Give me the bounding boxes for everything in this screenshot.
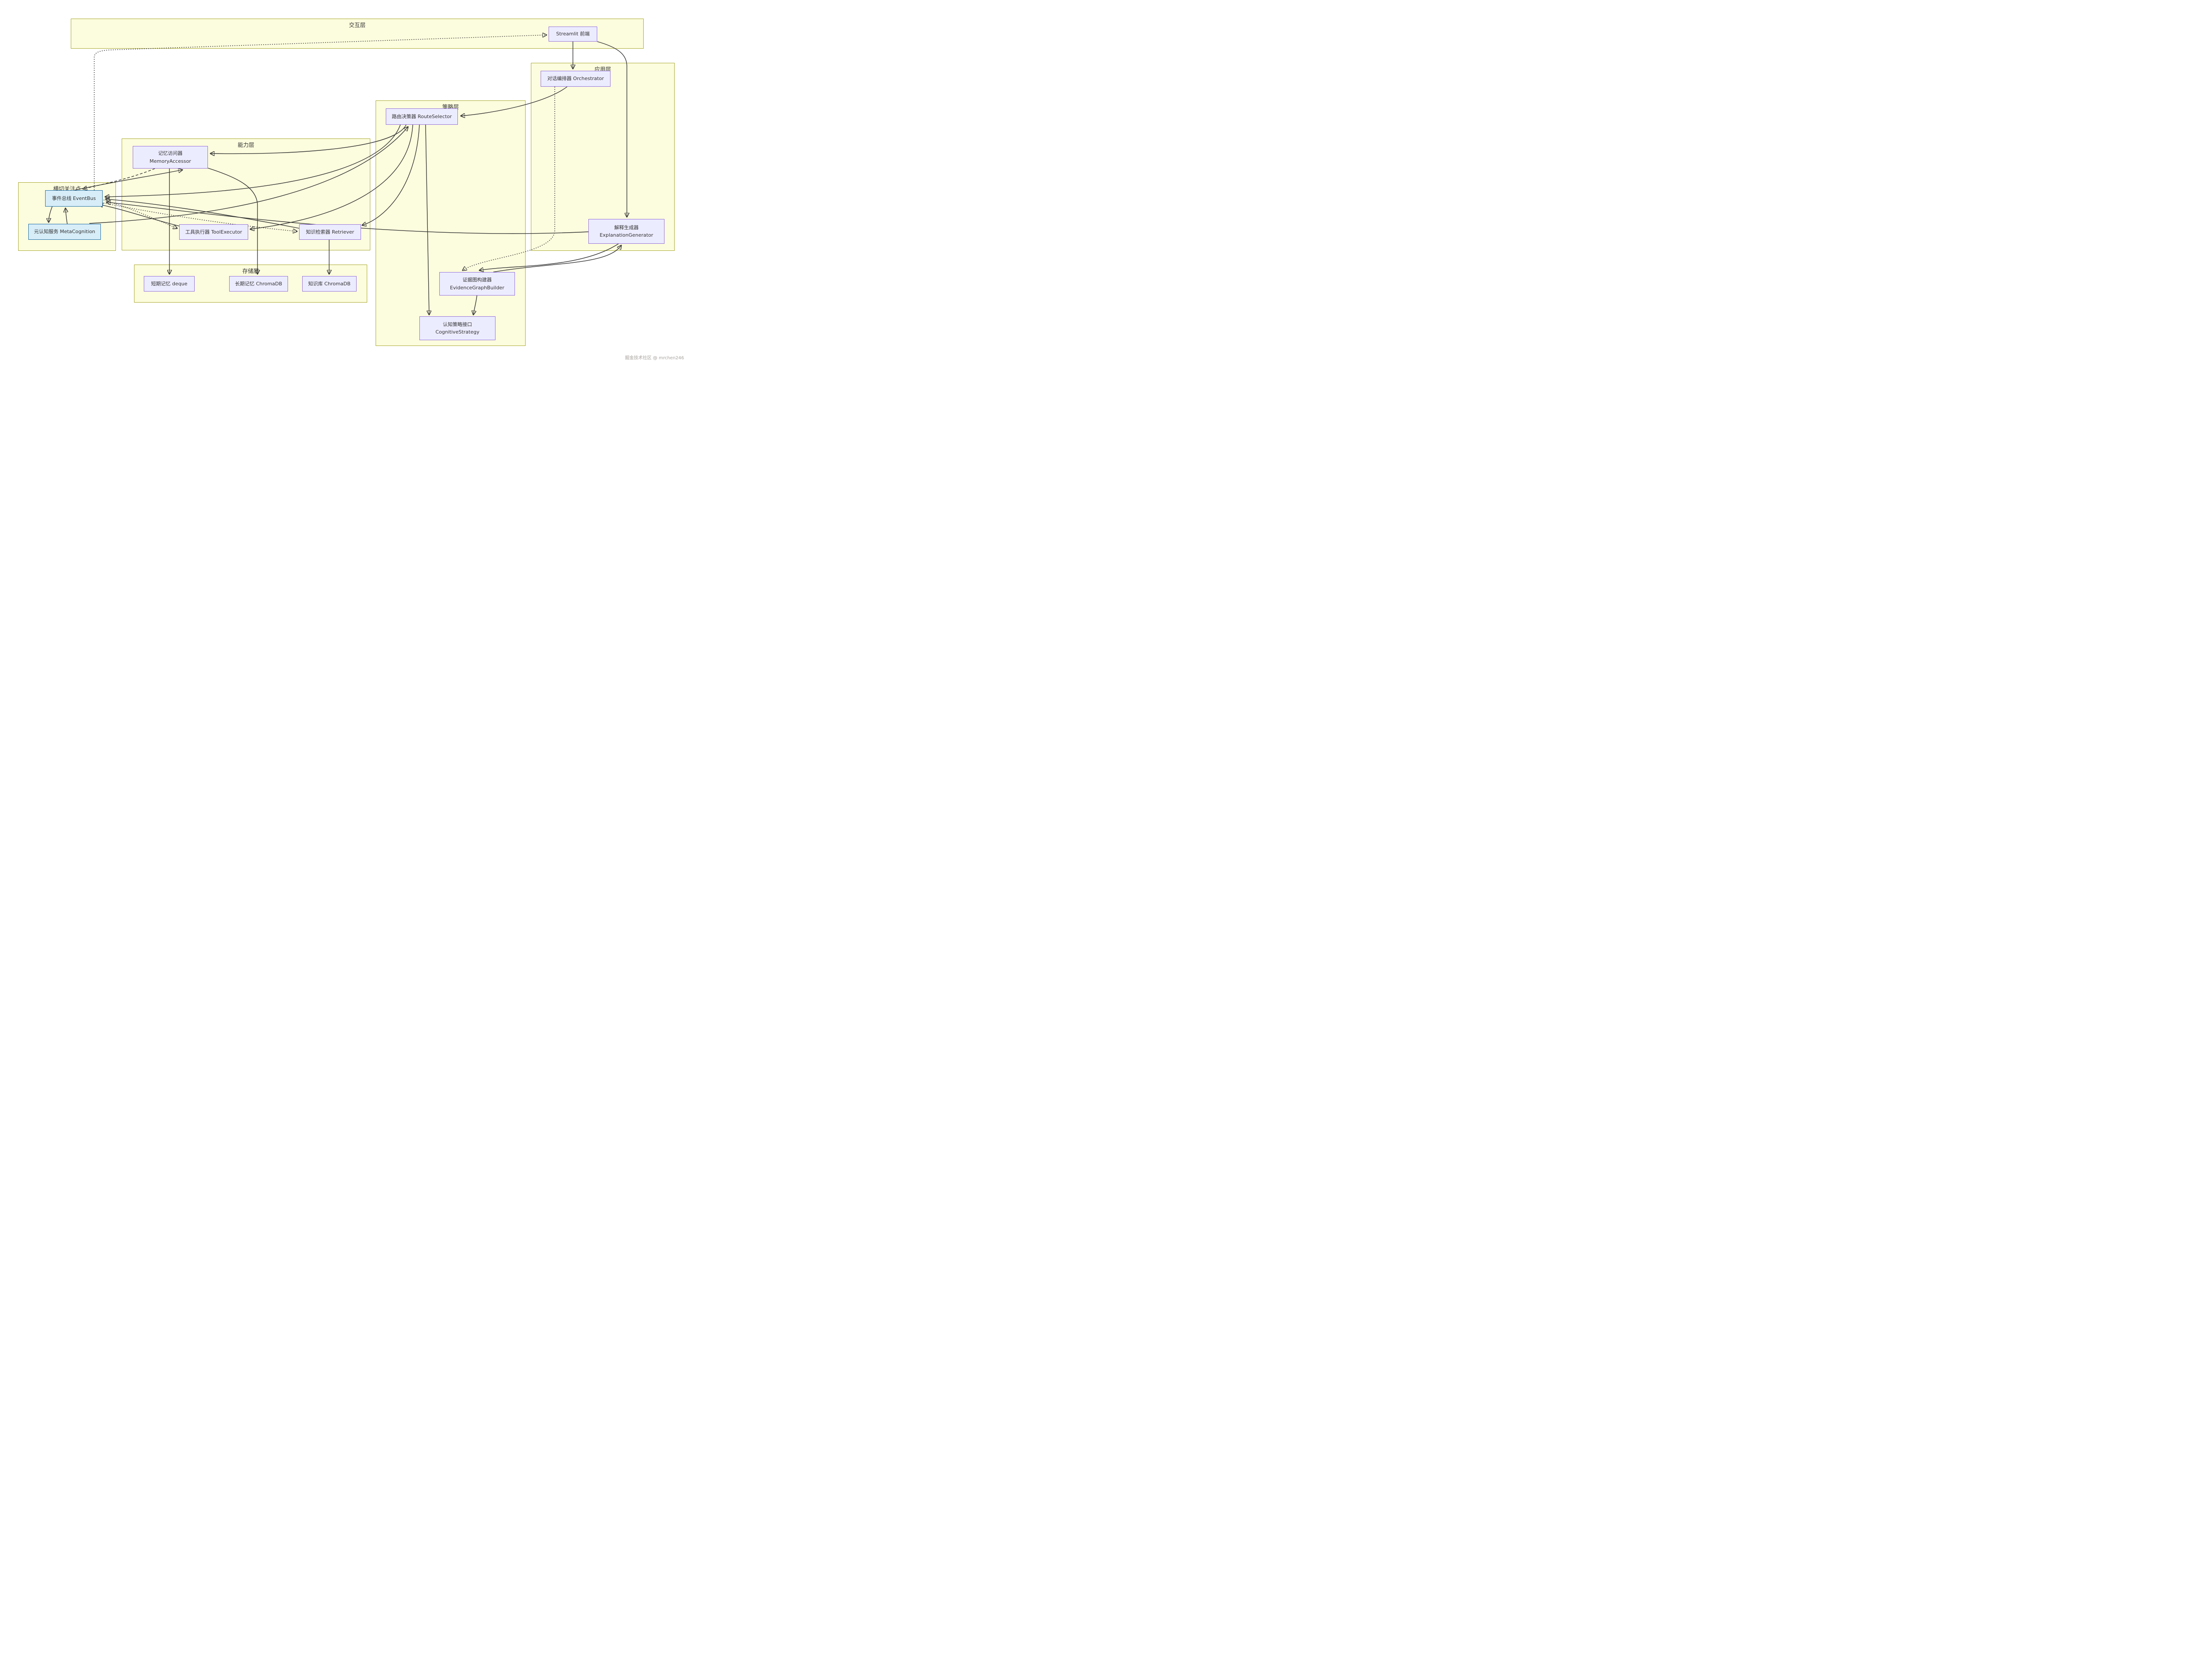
node-retriever: 知识检索器 Retriever xyxy=(299,224,361,240)
layer-interaction-title: 交互层 xyxy=(349,22,366,28)
edge-orchestrator-routeselector xyxy=(461,86,568,116)
node-longterm-memory: 长期记忆 ChromaDB xyxy=(229,276,288,292)
node-metacognition: 元认知服务 MetaCognition xyxy=(28,224,101,240)
node-explanationgenerator: 解释生成器 ExplanationGenerator xyxy=(588,219,664,244)
node-evidencegraphbuilder: 证据图构建器 EvidenceGraphBuilder xyxy=(439,272,515,296)
node-knowledgebase: 知识库 ChromaDB xyxy=(302,276,357,292)
edge-eventbus-streamlit xyxy=(94,35,546,190)
architecture-diagram: 交互层 应用层 策略层 能力层 横切关注点 存储层 xyxy=(0,0,690,364)
edges-layer xyxy=(0,0,690,364)
layer-strategy: 策略层 xyxy=(376,100,526,346)
edge-retriever-eventbus xyxy=(106,199,300,229)
node-toolexecutor: 工具执行器 ToolExecutor xyxy=(179,224,248,240)
edge-memoryaccessor-eventbus xyxy=(83,168,155,189)
node-memoryaccessor: 记忆访问器 MemoryAccessor xyxy=(133,146,208,169)
layer-interaction: 交互层 xyxy=(71,19,644,49)
node-routeselector: 路由决策器 RouteSelector xyxy=(386,108,458,125)
edge-metacognition-routeselector xyxy=(89,127,408,224)
edge-memoryaccessor-longterm xyxy=(206,167,257,274)
edge-eventbus-toolexecutor xyxy=(103,200,177,228)
node-eventbus: 事件总线 EventBus xyxy=(45,190,103,207)
node-shortterm-memory: 短期记忆 deque xyxy=(144,276,195,292)
edge-evidencegraphbuilder-explanationgenerator xyxy=(493,246,621,273)
layer-capability-title: 能力层 xyxy=(238,142,254,148)
edge-eventbus-metacognition xyxy=(49,206,53,222)
node-cognitivestrategy: 认知策略接口 CognitiveStrategy xyxy=(419,316,495,340)
edge-routeselector-retriever xyxy=(362,124,420,225)
edge-routeselector-toolexecutor xyxy=(250,124,413,229)
edge-routeselector-eventbus xyxy=(105,124,401,197)
layer-storage-title: 存储层 xyxy=(242,268,259,274)
edge-toolexecutor-eventbus xyxy=(99,204,180,227)
edge-explanationgenerator-eventbus xyxy=(107,202,589,234)
edge-eventbus-retriever xyxy=(103,203,297,231)
watermark: 掘金技术社区 @ mrchen246 xyxy=(625,356,684,361)
node-orchestrator: 对话编排器 Orchestrator xyxy=(541,71,611,87)
edge-routeselector-memoryaccessor xyxy=(211,124,407,154)
edge-explanationgenerator-evidencegraphbuilder xyxy=(480,243,619,270)
edge-evidencegraphbuilder-cognitivestrategy xyxy=(473,295,477,315)
edge-streamlit-explanationgenerator xyxy=(597,41,627,217)
edge-routeselector-cognitivestrategy xyxy=(425,124,429,315)
edge-eventbus-memoryaccessor xyxy=(74,170,182,191)
edge-orchestrator-evidencegraphbuilder xyxy=(463,87,555,270)
node-streamlit-frontend: Streamlit 前端 xyxy=(549,27,597,42)
edge-metacognition-eventbus xyxy=(65,208,67,224)
